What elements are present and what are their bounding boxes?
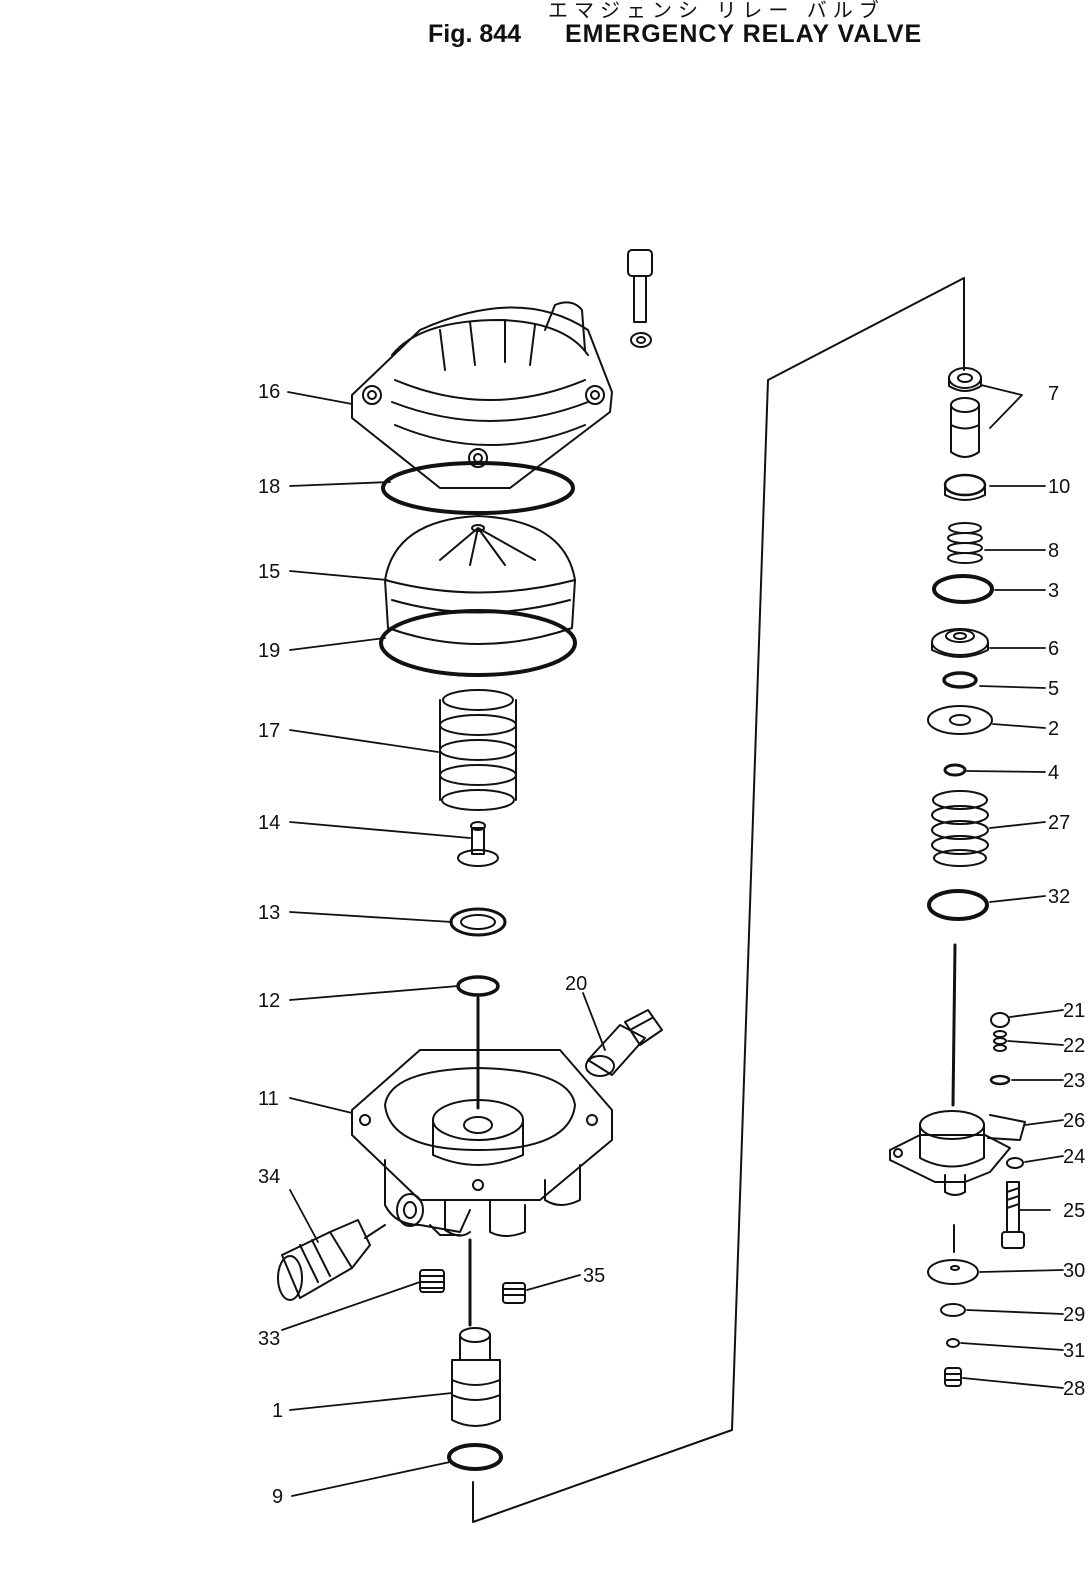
oring-18 — [381, 461, 575, 515]
callout-30: 30 — [1063, 1260, 1085, 1282]
washer-2 — [927, 705, 993, 735]
connector-line — [472, 277, 965, 1523]
oring-9 — [447, 1443, 503, 1471]
callout-8: 8 — [1048, 540, 1059, 562]
callout-14: 14 — [258, 812, 280, 834]
fitting-34 — [277, 1219, 386, 1301]
spring-22 — [993, 1030, 1007, 1052]
spring-27 — [931, 790, 989, 867]
part-4 — [943, 763, 967, 777]
callout-35: 35 — [583, 1265, 605, 1287]
callout-27: 27 — [1048, 812, 1070, 834]
oring-32 — [927, 889, 989, 921]
valve-insert-1 — [451, 1327, 501, 1427]
part-31 — [946, 1338, 960, 1348]
callout-26: 26 — [1063, 1110, 1085, 1132]
callout-3: 3 — [1048, 580, 1059, 602]
bolt-25 — [1001, 1181, 1025, 1249]
oring-5 — [942, 671, 978, 689]
callout-10: 10 — [1048, 476, 1070, 498]
callout-6: 6 — [1048, 638, 1059, 660]
leader-lines — [281, 384, 1064, 1497]
callout-28: 28 — [1063, 1378, 1085, 1400]
callout-29: 29 — [1063, 1304, 1085, 1326]
callout-5: 5 — [1048, 678, 1059, 700]
oring-12 — [456, 975, 500, 997]
part-10 — [943, 473, 987, 501]
callout-34: 34 — [258, 1166, 280, 1188]
part-7 — [948, 367, 982, 458]
callout-20: 20 — [565, 973, 587, 995]
fitting-20 — [585, 1009, 663, 1077]
callout-18: 18 — [258, 476, 280, 498]
washer-24 — [1006, 1157, 1024, 1169]
japanese-title: エマジェンシ リレー バルブ — [548, 0, 885, 22]
callout-31: 31 — [1063, 1340, 1085, 1362]
piston-part — [384, 515, 576, 645]
callout-13: 13 — [258, 902, 280, 924]
valve-body-11 — [351, 1049, 613, 1237]
part-21 — [990, 1012, 1010, 1028]
callout-19: 19 — [258, 640, 280, 662]
part-6 — [931, 628, 989, 658]
callout-1: 1 — [272, 1400, 283, 1422]
figure-title: EMERGENCY RELAY VALVE — [565, 20, 923, 48]
callout-24: 24 — [1063, 1146, 1085, 1168]
part-28 — [944, 1367, 962, 1387]
valve-stem-14 — [457, 821, 499, 867]
washer-13 — [449, 907, 507, 937]
callout-16: 16 — [258, 381, 280, 403]
callout-11: 11 — [258, 1088, 279, 1110]
part-23 — [989, 1074, 1011, 1086]
callout-2: 2 — [1048, 718, 1059, 740]
cap-26 — [889, 1110, 1026, 1196]
spring-8 — [947, 522, 983, 564]
callout-21: 21 — [1063, 1000, 1085, 1022]
disc-30 — [927, 1259, 979, 1285]
plug-33 — [419, 1269, 445, 1293]
oring-19 — [379, 609, 577, 677]
callout-12: 12 — [258, 990, 280, 1012]
callout-33: 33 — [258, 1328, 280, 1350]
callout-22: 22 — [1063, 1035, 1085, 1057]
bolt-top — [627, 249, 653, 348]
plug-35 — [502, 1282, 526, 1304]
top-cover-part — [351, 301, 613, 489]
spring-17 — [439, 689, 517, 811]
axis-line-right — [951, 943, 957, 1107]
callout-17: 17 — [258, 720, 280, 742]
callout-32: 32 — [1048, 886, 1070, 908]
callout-7: 7 — [1048, 383, 1059, 405]
callout-15: 15 — [258, 561, 280, 583]
callout-25: 25 — [1063, 1200, 1085, 1222]
figure-number: Fig. 844 — [428, 20, 522, 48]
callout-4: 4 — [1048, 762, 1059, 784]
oring-3 — [932, 574, 994, 604]
callout-23: 23 — [1063, 1070, 1085, 1092]
part-29 — [940, 1303, 966, 1317]
callout-9: 9 — [272, 1486, 283, 1508]
